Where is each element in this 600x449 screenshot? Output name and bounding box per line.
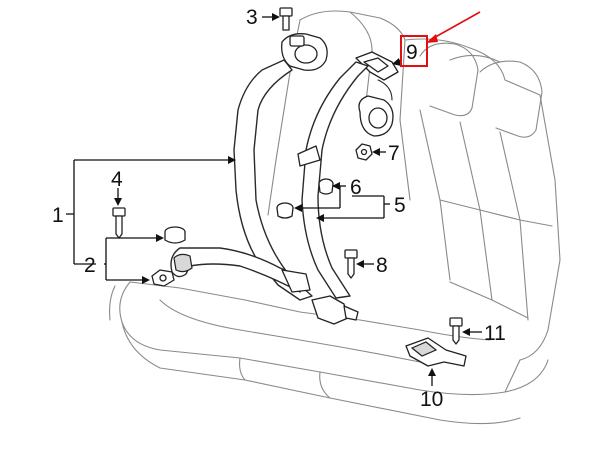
center-belt-webbing bbox=[301, 61, 369, 299]
anchor-nut-lower bbox=[151, 269, 175, 287]
callout-6: 6 bbox=[350, 176, 362, 199]
callout-10: 10 bbox=[420, 388, 443, 411]
highlight-box bbox=[400, 35, 428, 67]
nut-part-7 bbox=[355, 143, 373, 161]
spacer-part-6a bbox=[318, 178, 334, 195]
callout-labels: 1 2 3 4 5 6 7 8 9 10 11 bbox=[52, 6, 506, 411]
bolt-part-3 bbox=[279, 7, 293, 31]
callout-7: 7 bbox=[388, 142, 400, 165]
callout-4: 4 bbox=[111, 168, 123, 191]
center-buckle bbox=[311, 295, 349, 325]
callout-1: 1 bbox=[52, 204, 64, 227]
highlight-arrow bbox=[429, 11, 481, 41]
leader-lines bbox=[66, 13, 482, 386]
bolt-part-4 bbox=[112, 207, 126, 239]
callout-5: 5 bbox=[394, 194, 406, 217]
callout-8: 8 bbox=[376, 254, 388, 277]
highlight-annotation bbox=[400, 11, 481, 67]
left-seat-belt-assembly bbox=[170, 33, 328, 301]
buckle-part-10 bbox=[405, 337, 467, 367]
callout-2: 2 bbox=[84, 254, 96, 277]
callout-11: 11 bbox=[484, 322, 506, 345]
bolt-part-11 bbox=[449, 317, 463, 345]
left-belt-webbing bbox=[233, 59, 313, 301]
anchor-nut-upper bbox=[164, 226, 186, 244]
callout-3: 3 bbox=[246, 6, 258, 29]
spacer-part-6b bbox=[276, 202, 294, 219]
bolt-part-8 bbox=[344, 249, 358, 279]
buckle-tongue bbox=[281, 269, 311, 293]
rear-seat-outline bbox=[109, 10, 561, 425]
callout-9: 9 bbox=[406, 41, 418, 64]
center-seat-belt-assembly bbox=[297, 51, 399, 325]
